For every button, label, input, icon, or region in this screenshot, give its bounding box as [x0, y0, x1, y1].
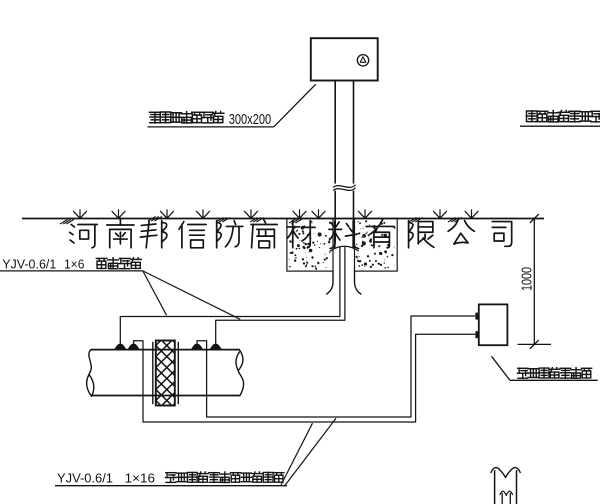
svg-text:1000: 1000: [518, 267, 535, 291]
svg-text:300x200: 300x200: [229, 111, 272, 128]
svg-text:1×6: 1×6: [64, 256, 84, 271]
svg-text:YJV-0.6/1: YJV-0.6/1: [57, 470, 113, 485]
svg-text:1×16: 1×16: [125, 470, 155, 485]
svg-text:YJV-0.6/1: YJV-0.6/1: [2, 256, 56, 271]
